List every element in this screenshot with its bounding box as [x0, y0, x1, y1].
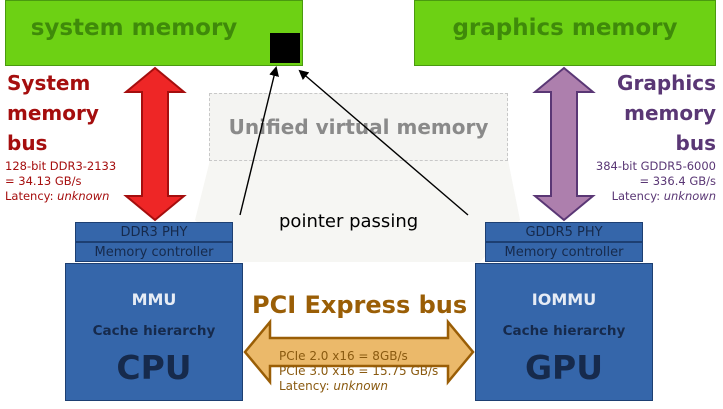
graphics-memory-box: graphics memory: [414, 0, 716, 66]
gpu-iommu-label: IOMMU: [531, 290, 597, 309]
cpu-memory-controller-label: Memory controller: [94, 244, 214, 260]
cpu-memory-controller: Memory controller: [75, 242, 233, 262]
graphics-bus-arrow: [532, 66, 596, 222]
cpu-phy: DDR3 PHY: [75, 222, 233, 242]
system-bus-spec: 128-bit DDR3-2133: [5, 159, 117, 173]
pointer-passing-label: pointer passing: [279, 211, 419, 232]
system-bus-specs: 128-bit DDR3-2133 = 34.13 GB/s Latency: …: [5, 159, 116, 204]
graphics-bus-title: Graphics memory bus: [617, 68, 716, 158]
system-bus-arrow: [123, 66, 187, 222]
unified-virtual-memory-box: Unified virtual memory: [209, 93, 508, 161]
pci-bus-line2: PCIe 3.0 x16 = 15.75 GB/s: [279, 364, 439, 378]
graphics-memory-label: graphics memory: [452, 15, 678, 41]
system-bus-title-line: bus: [7, 131, 48, 155]
system-memory-label: system memory: [30, 15, 238, 41]
gpu-memory-controller-label: Memory controller: [504, 244, 624, 260]
pci-bus-line1: PCIe 2.0 x16 = 8GB/s: [279, 349, 408, 363]
system-bus-title-line: memory: [7, 101, 99, 125]
gpu-phy: GDDR5 PHY: [485, 222, 643, 242]
system-bus-latency: Latency: unknown: [5, 189, 110, 203]
gpu-box: IOMMU Cache hierarchy GPU: [475, 263, 653, 401]
system-memory-box: system memory: [5, 0, 303, 66]
cpu-box: MMU Cache hierarchy CPU: [65, 263, 243, 401]
graphics-bus-specs: 384-bit GDDR5-6000 = 336.4 GB/s Latency:…: [596, 159, 716, 204]
graphics-bus-title-line: memory: [624, 101, 716, 125]
pointer-arrow-gpu: [298, 69, 469, 216]
gpu-name: GPU: [524, 348, 604, 387]
pci-bus-arrow: [243, 318, 475, 386]
gpu-phy-label: GDDR5 PHY: [525, 224, 603, 240]
graphics-bus-spec: 384-bit GDDR5-6000: [595, 159, 716, 173]
cpu-cache-label: Cache hierarchy: [92, 323, 216, 339]
memory-pointer-target: [270, 33, 300, 63]
pci-bus-latency: Latency: unknown: [279, 379, 388, 393]
unified-virtual-memory-label: Unified virtual memory: [228, 115, 489, 139]
pointer-arrow-cpu: [239, 66, 279, 216]
gpu-cache-label: Cache hierarchy: [502, 323, 626, 339]
graphics-bus-title-line: bus: [675, 131, 716, 155]
cpu-name: CPU: [116, 348, 192, 387]
pci-bus-title: PCI Express bus: [252, 291, 468, 319]
system-bus-bandwidth: = 34.13 GB/s: [5, 174, 82, 188]
pci-bus-specs: PCIe 2.0 x16 = 8GB/s PCIe 3.0 x16 = 15.7…: [279, 349, 438, 394]
graphics-bus-bandwidth: = 336.4 GB/s: [639, 174, 716, 188]
system-bus-title-line: System: [7, 71, 91, 95]
cpu-phy-label: DDR3 PHY: [120, 224, 188, 240]
graphics-bus-latency: Latency: unknown: [611, 189, 716, 203]
system-bus-title: System memory bus: [7, 68, 99, 158]
cpu-mmu-label: MMU: [131, 290, 177, 309]
gpu-memory-controller: Memory controller: [485, 242, 643, 262]
graphics-bus-title-line: Graphics: [617, 71, 716, 95]
